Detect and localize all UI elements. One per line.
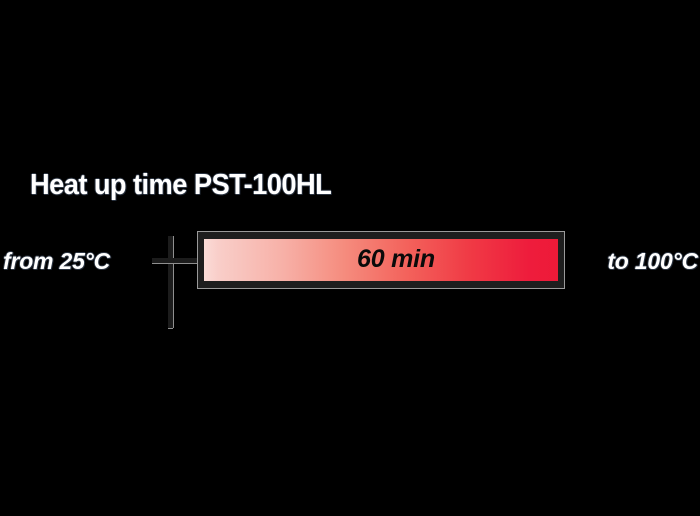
heat-up-time-bar-gradient: 60 min [204, 239, 558, 281]
end-temperature-label: to 100°C [607, 248, 698, 274]
axis-horizontal-line [152, 258, 206, 263]
page-title: Heat up time PST-100HL [30, 169, 332, 201]
start-temperature-label: from 25°C [3, 248, 111, 274]
heat-up-time-value-label: 60 min [357, 244, 435, 273]
axis-vertical-line [168, 236, 173, 328]
heat-up-time-bar: 60 min [197, 231, 565, 289]
